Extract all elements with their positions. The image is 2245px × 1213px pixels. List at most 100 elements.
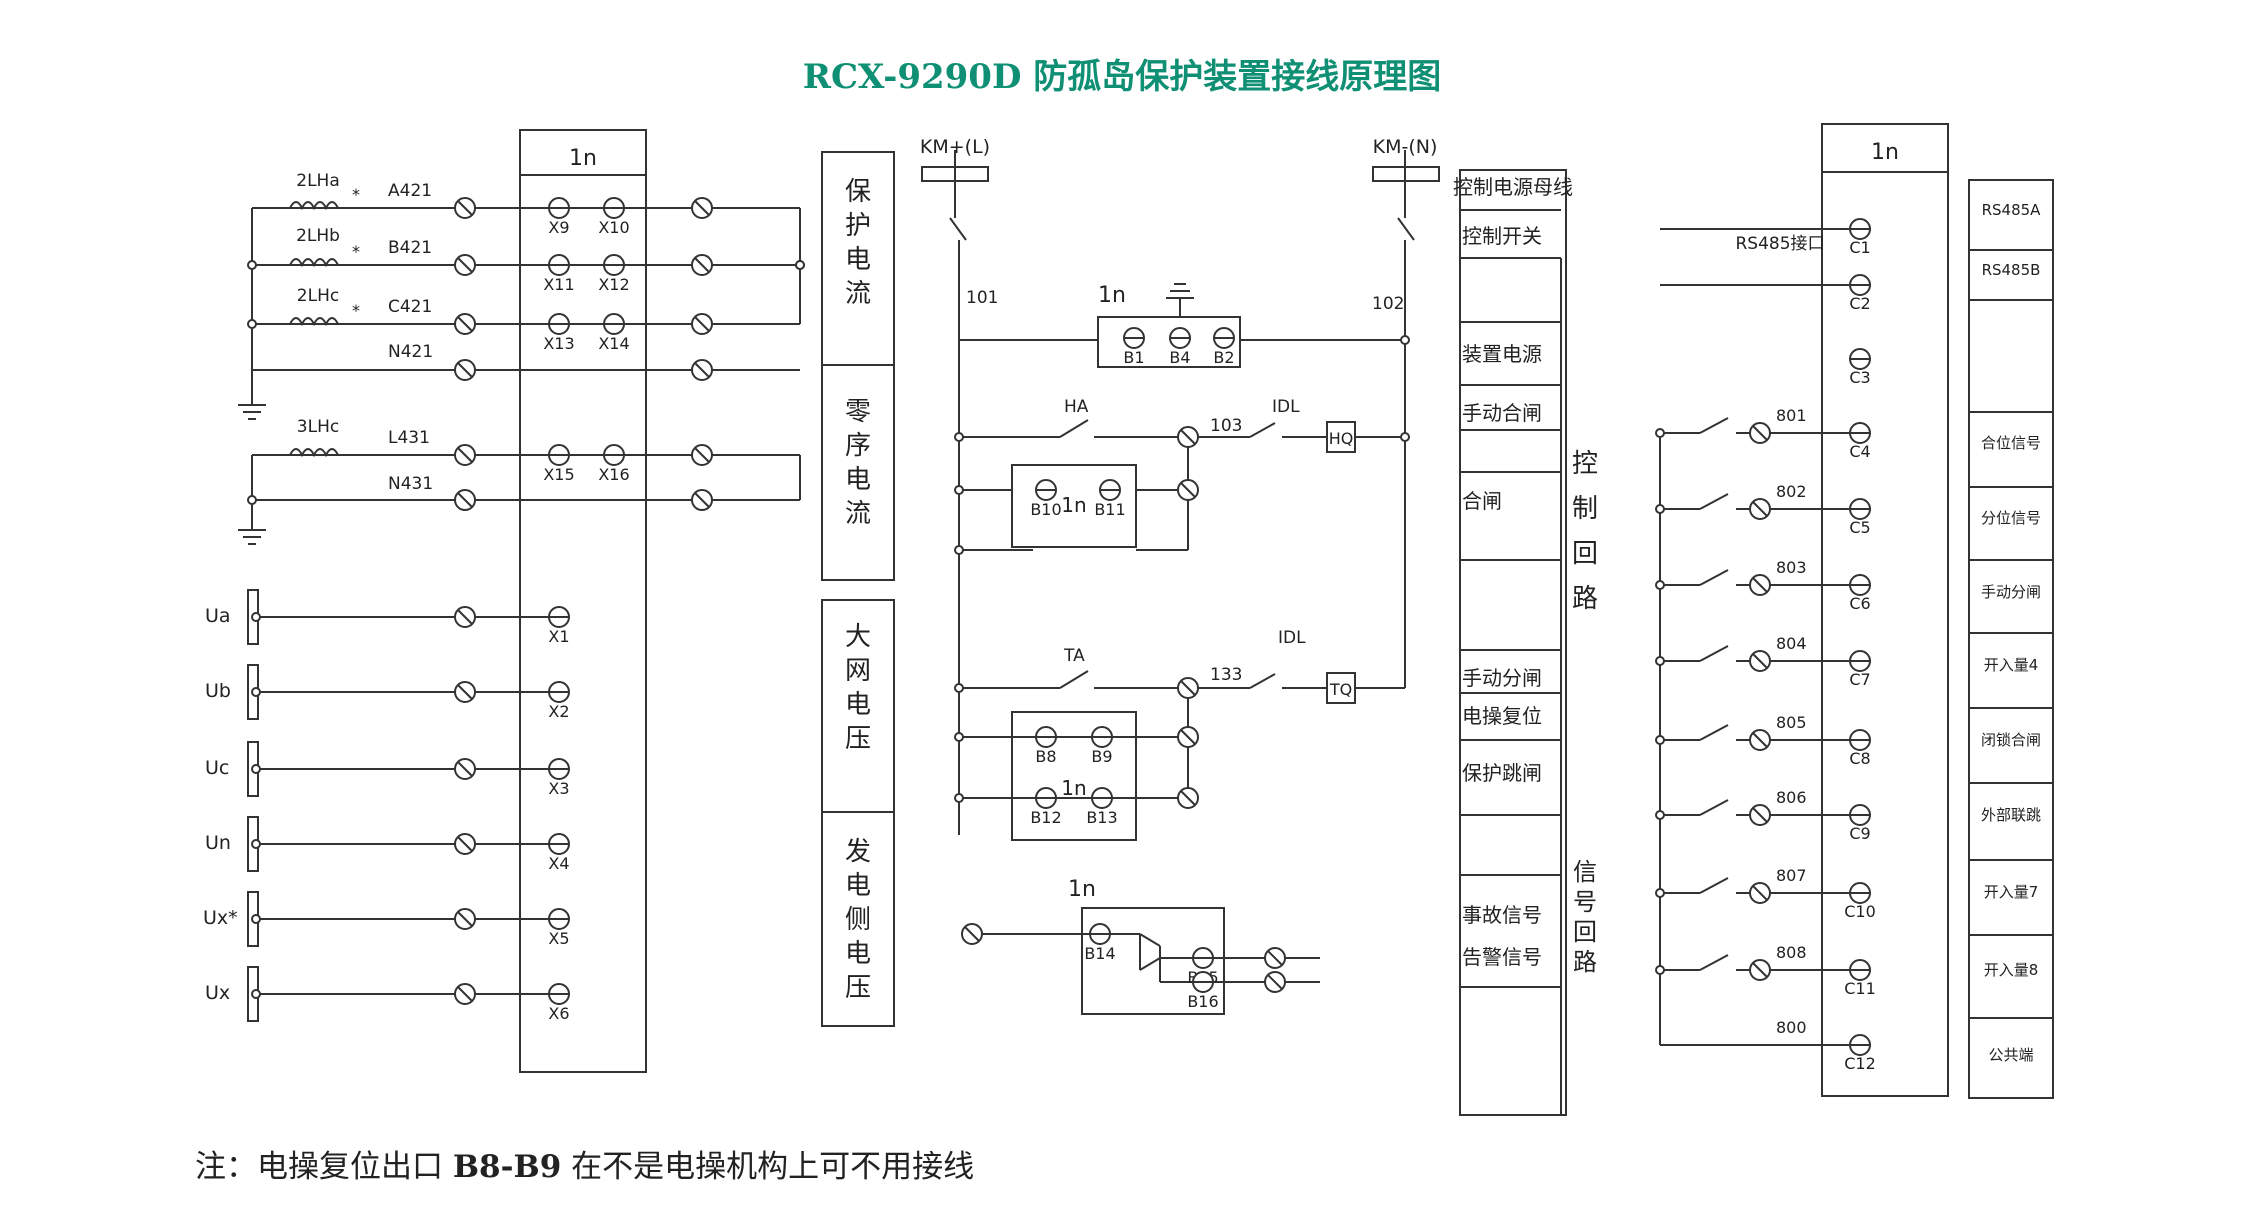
unit-label-left: 1n — [569, 146, 597, 171]
terminal-b13-label: B13 — [1086, 808, 1117, 827]
group-label-zero-current-char: 序 — [845, 431, 871, 461]
group-label-protect-current-char: 保 — [845, 177, 871, 207]
ct-label-2lhc: 2LHc — [297, 286, 339, 306]
ct-label-3lhc: 3LHc — [297, 417, 339, 437]
ct-terminal-x13-label: X13 — [543, 334, 574, 353]
di-junction — [1655, 504, 1665, 514]
wire-label-n431: N431 — [388, 474, 433, 494]
coil-hq — [1326, 421, 1356, 453]
bus-junction — [954, 683, 964, 693]
page-title: RCX-9290D 防孤岛保护装置接线原理图 — [803, 57, 1442, 97]
di-junction — [1655, 656, 1665, 666]
voltage-junction — [251, 839, 261, 849]
junction-dot — [247, 495, 257, 505]
group-label-zero-current-char: 电 — [845, 465, 871, 495]
disconnect-103-slash — [1180, 429, 1196, 445]
polarity-mark: * — [352, 185, 360, 204]
comm-terminal-label-c5: C5 — [1849, 518, 1870, 537]
di-junction — [1655, 580, 1665, 590]
signal-label-9: 开入量8 — [1984, 961, 2039, 979]
wire-label-a421: A421 — [388, 181, 432, 201]
comm-terminal-label-c4: C4 — [1849, 442, 1870, 461]
disconnect-terminal-slash — [694, 362, 710, 378]
ct-coil-a — [289, 201, 339, 211]
wire-label-c421: C421 — [388, 297, 432, 317]
terminal-block-1n-left — [519, 129, 647, 1073]
bus-junction — [954, 545, 964, 555]
voltage-junction — [251, 989, 261, 999]
table-side-signal-char: 路 — [1573, 948, 1597, 976]
signal-label-5: 开入量4 — [1984, 656, 2039, 674]
group-label-grid-voltage-char: 大 — [845, 622, 871, 652]
terminal-b14-label: B14 — [1084, 944, 1115, 963]
table-row-device-power: 装置电源 — [1462, 342, 1542, 366]
terminal-b1-label: B1 — [1123, 348, 1144, 367]
di-junction — [1655, 428, 1665, 438]
comm-terminal-label-c2: C2 — [1849, 294, 1870, 313]
terminal-group-alarm — [1081, 907, 1225, 1015]
voltage-label-ux: Ux — [205, 982, 230, 1004]
voltage-label-un: Un — [205, 832, 231, 854]
di-label-806: 806 — [1776, 788, 1807, 807]
terminal-b4-label: B4 — [1169, 348, 1190, 367]
di-junction — [1655, 735, 1665, 745]
di-label-807: 807 — [1776, 866, 1807, 885]
comm-terminal-label-c12: C12 — [1844, 1054, 1876, 1073]
comm-terminal-label-c11: C11 — [1844, 979, 1876, 998]
group-label-gen-voltage-char: 压 — [845, 973, 871, 1003]
coil-tq — [1326, 672, 1356, 704]
group-label-protect-current-char: 护 — [845, 211, 871, 241]
wire-label-n421: N421 — [388, 342, 433, 362]
disconnect-terminal-slash — [457, 200, 473, 216]
comm-terminal-label-c9: C9 — [1849, 824, 1870, 843]
ct-coil-c — [289, 317, 339, 327]
ct-terminal-x14-label: X14 — [598, 334, 629, 353]
group-label-protect-current-char: 流 — [845, 279, 871, 309]
bus-junction — [954, 793, 964, 803]
di-label-803: 803 — [1776, 558, 1807, 577]
comm-terminal-label-c3: C3 — [1849, 368, 1870, 387]
bus-junction — [1400, 432, 1410, 442]
signal-label-1: RS485B — [1982, 261, 2041, 279]
unit-label-hq: 1n — [1061, 493, 1086, 517]
voltage-junction — [251, 914, 261, 924]
disconnect-133-slash — [1180, 680, 1196, 696]
footnote: 注：电操复位出口 B8-B9 在不是电操机构上可不用接线 — [195, 1149, 974, 1185]
supply-label-pos: KM+(L) — [920, 136, 990, 158]
di-switch-contact — [1699, 417, 1729, 434]
di-disconnect-slash — [1752, 807, 1768, 823]
terminal-group-power — [1097, 316, 1241, 368]
disconnect-alarm-out1-slash — [1267, 950, 1283, 966]
junction-dot — [795, 260, 805, 270]
di-label-common: 800 — [1776, 1018, 1807, 1037]
di-switch-contact — [1699, 724, 1729, 741]
disconnect-terminal-slash — [694, 257, 710, 273]
junction-dot — [247, 260, 257, 270]
contact-label-ha: HA — [1064, 397, 1089, 417]
terminal-b2-label: B2 — [1213, 348, 1234, 367]
disconnect-terminal-slash — [694, 492, 710, 508]
di-junction — [1655, 965, 1665, 975]
di-label-802: 802 — [1776, 482, 1807, 501]
group-label-gen-voltage-char: 发 — [845, 837, 871, 867]
voltage-terminal-x5-label: X5 — [548, 929, 569, 948]
disconnect-alarm-in-slash — [964, 926, 980, 942]
di-switch-contact — [1699, 954, 1729, 971]
terminal-group-tq — [1011, 711, 1137, 841]
polarity-mark: * — [352, 301, 360, 320]
bus-junction — [954, 732, 964, 742]
voltage-junction — [251, 687, 261, 697]
disconnect-terminal-slash — [457, 447, 473, 463]
terminal-group-hq — [1011, 464, 1137, 548]
voltage-disconnect-slash — [457, 761, 473, 777]
comm-terminal-label-c6: C6 — [1849, 594, 1870, 613]
group-label-gen-voltage-char: 侧 — [845, 905, 871, 935]
di-disconnect-slash — [1752, 577, 1768, 593]
table-row-close: 合闸 — [1462, 489, 1502, 513]
voltage-label-ua: Ua — [205, 605, 231, 627]
disconnect-terminal-slash — [457, 257, 473, 273]
voltage-disconnect-slash — [457, 911, 473, 927]
voltage-terminal-x2-label: X2 — [548, 702, 569, 721]
di-switch-contact — [1699, 645, 1729, 662]
